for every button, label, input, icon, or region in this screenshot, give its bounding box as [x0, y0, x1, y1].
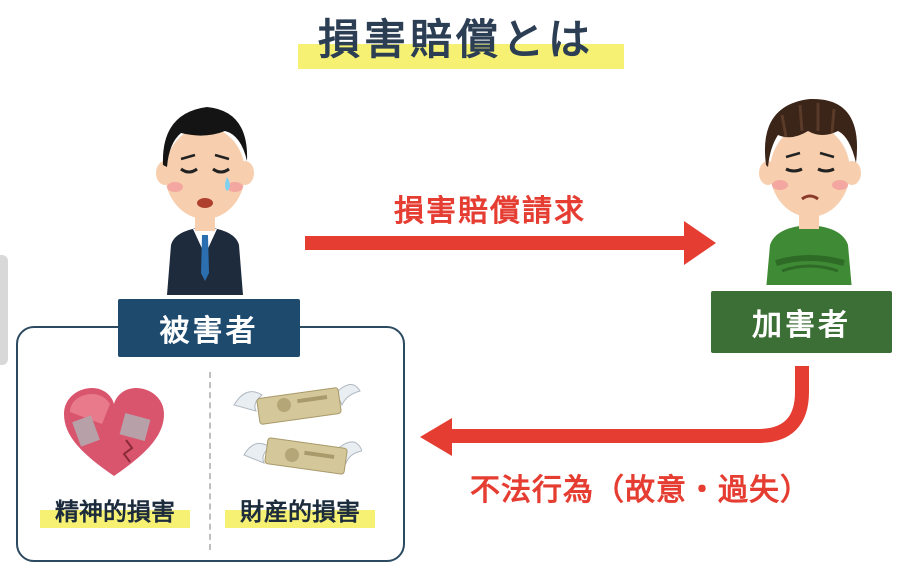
- claim-arrow: [305, 221, 716, 265]
- tort-arrow: [420, 366, 809, 456]
- tort-label: 不法行為（故意・過失）: [470, 473, 811, 508]
- title-highlight: [298, 44, 624, 69]
- broken-heart-icon: [64, 388, 164, 476]
- offender-label: 加害者: [711, 291, 892, 353]
- victim-label: 被害者: [118, 299, 300, 357]
- mental-damage-label: 精神的損害: [55, 498, 175, 526]
- victim-illustration: [156, 107, 254, 295]
- damages-divider: [209, 372, 211, 550]
- property-damage-label: 財産的損害: [240, 498, 360, 526]
- offender-illustration: [759, 98, 861, 285]
- claim-label: 損害賠償請求: [394, 194, 586, 229]
- flying-money-icon: [233, 384, 362, 475]
- scroll-edge-tab: [0, 255, 8, 365]
- mental-damage-highlight: [40, 510, 190, 528]
- page-title: 損害賠償とは: [317, 15, 594, 64]
- property-damage-highlight: [225, 510, 375, 528]
